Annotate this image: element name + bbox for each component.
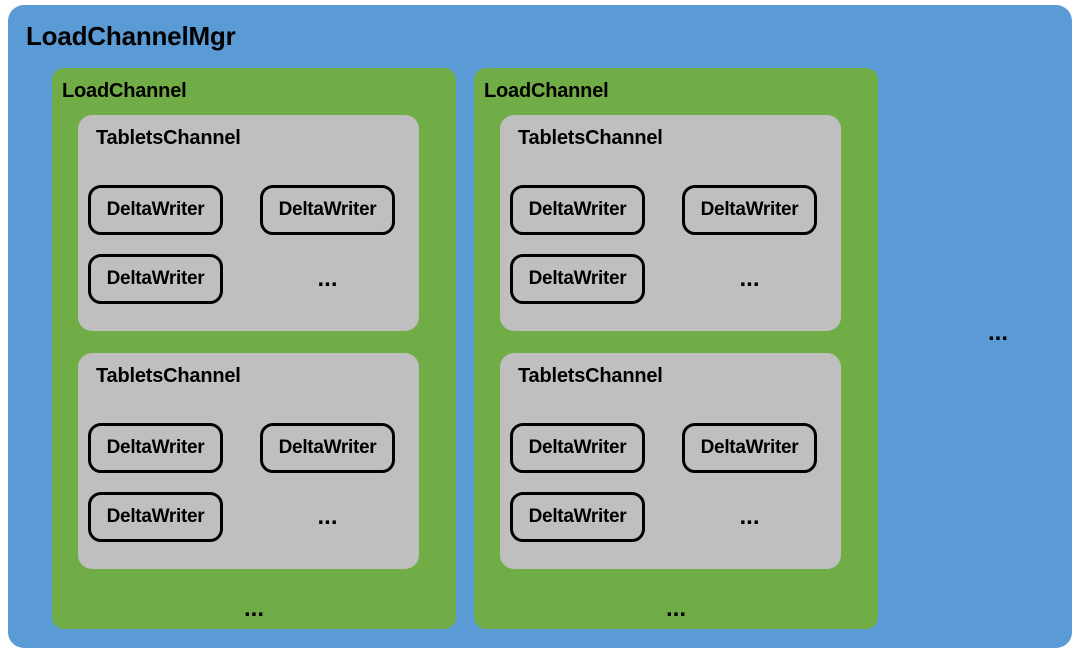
delta-writer-box: DeltaWriter [88, 423, 223, 473]
delta-writer-label: DeltaWriter [528, 506, 627, 527]
delta-writer-box: DeltaWriter [510, 492, 645, 542]
delta-writer-box: DeltaWriter [260, 185, 395, 235]
tablets-channel-box: TabletsChannel DeltaWriter DeltaWriter D… [500, 353, 841, 569]
delta-writer-label: DeltaWriter [106, 268, 205, 289]
tablets-channel-title: TabletsChannel [518, 127, 663, 149]
delta-writer-label: DeltaWriter [528, 199, 627, 220]
delta-writer-label: DeltaWriter [278, 437, 377, 458]
load-channel-title: LoadChannel [62, 80, 187, 102]
load-channel-more-indicator: ... [987, 319, 1008, 346]
delta-writer-label: DeltaWriter [700, 437, 799, 458]
delta-writer-box: DeltaWriter [682, 423, 817, 473]
load-channel-box: LoadChannel TabletsChannel DeltaWriter D… [52, 68, 456, 629]
delta-writer-label: DeltaWriter [528, 268, 627, 289]
delta-writer-box: DeltaWriter [88, 185, 223, 235]
tablets-channel-box: TabletsChannel DeltaWriter DeltaWriter D… [500, 115, 841, 331]
load-channel-mgr-title: LoadChannelMgr [26, 21, 236, 51]
delta-writer-more-indicator: ... [317, 503, 338, 530]
delta-writer-box: DeltaWriter [682, 185, 817, 235]
tablets-channel-box: TabletsChannel DeltaWriter DeltaWriter D… [78, 115, 419, 331]
delta-writer-more-indicator: ... [739, 503, 760, 530]
delta-writer-box: DeltaWriter [510, 423, 645, 473]
tablets-channel-title: TabletsChannel [518, 365, 663, 387]
delta-writer-label: DeltaWriter [106, 199, 205, 220]
tablets-channel-more-indicator: ... [665, 595, 686, 622]
delta-writer-box: DeltaWriter [88, 254, 223, 304]
delta-writer-more-indicator: ... [317, 265, 338, 292]
load-channel-mgr-container: LoadChannelMgr LoadChannel TabletsChanne… [8, 5, 1072, 648]
delta-writer-label: DeltaWriter [700, 199, 799, 220]
delta-writer-label: DeltaWriter [106, 506, 205, 527]
tablets-channel-title: TabletsChannel [96, 127, 241, 149]
delta-writer-label: DeltaWriter [278, 199, 377, 220]
tablets-channel-box: TabletsChannel DeltaWriter DeltaWriter D… [78, 353, 419, 569]
load-channel-box: LoadChannel TabletsChannel DeltaWriter D… [474, 68, 878, 629]
delta-writer-box: DeltaWriter [88, 492, 223, 542]
delta-writer-more-indicator: ... [739, 265, 760, 292]
delta-writer-box: DeltaWriter [510, 185, 645, 235]
delta-writer-box: DeltaWriter [260, 423, 395, 473]
tablets-channel-title: TabletsChannel [96, 365, 241, 387]
delta-writer-box: DeltaWriter [510, 254, 645, 304]
tablets-channel-more-indicator: ... [243, 595, 264, 622]
delta-writer-label: DeltaWriter [106, 437, 205, 458]
delta-writer-label: DeltaWriter [528, 437, 627, 458]
load-channel-title: LoadChannel [484, 80, 609, 102]
